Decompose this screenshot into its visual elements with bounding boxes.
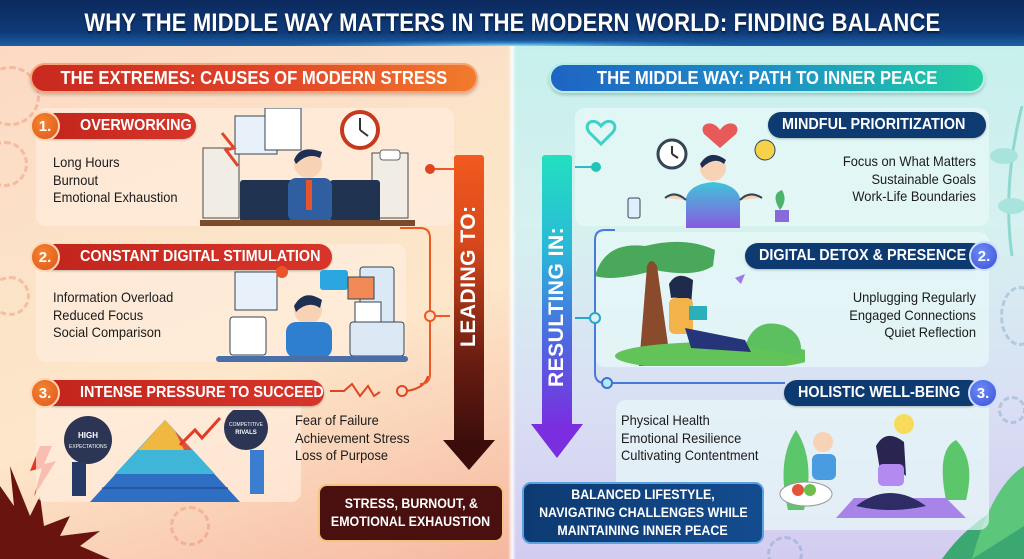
svg-text:RIVALS: RIVALS xyxy=(235,430,257,436)
leading-to-label: LEADING TO: xyxy=(457,205,480,347)
number-badge: 2. xyxy=(969,241,999,271)
bullet-text: Cultivating Contentment xyxy=(621,447,759,463)
heart-outline-icon xyxy=(585,119,617,146)
result-line: NAVIGATING CHALLENGES WHILE xyxy=(538,505,748,520)
balanced-person-illustration xyxy=(627,123,789,228)
item-title-digital-stimulation: CONSTANT DIGITAL STIMULATION xyxy=(42,244,332,270)
gear-icon xyxy=(170,506,210,546)
bullet-text: Engaged Connections xyxy=(849,306,976,323)
bullet-text: Fear of Failure xyxy=(295,412,379,428)
pressure-bullets: Fear of Failure Achievement Stress Loss … xyxy=(295,412,420,465)
item-title-digital-detox: DIGITAL DETOX & PRESENCE xyxy=(745,243,985,269)
number-badge-text: 2. xyxy=(977,247,991,265)
connector-line xyxy=(430,168,454,170)
number-badge: 2. xyxy=(30,242,60,272)
number-badge-text: 2. xyxy=(38,248,52,266)
result-line: MAINTAINING INNER PEACE xyxy=(557,523,729,538)
stress-result-box: STRESS, BURNOUT, & EMOTIONAL EXHAUSTION xyxy=(318,484,504,542)
number-badge: 3. xyxy=(968,378,998,408)
bullet-text: Loss of Purpose xyxy=(295,447,389,463)
panel-divider xyxy=(508,46,516,559)
bullet-text: Burnout xyxy=(53,171,99,188)
result-line: BALANCED LIFESTYLE, xyxy=(571,487,715,502)
number-badge: 1. xyxy=(30,111,60,141)
gear-icon xyxy=(0,276,30,316)
item-title-text: DIGITAL DETOX & PRESENCE xyxy=(759,247,967,264)
item-title-mindful-prioritization: MINDFUL PRIORITIZATION xyxy=(768,112,986,138)
item-title-text: HOLISTIC WELL-BEING xyxy=(798,384,961,401)
connector-dot xyxy=(425,164,435,174)
item-title-text: CONSTANT DIGITAL STIMULATION xyxy=(80,248,321,265)
extremes-section-title: THE EXTREMES: CAUSES OF MODERN STRESS xyxy=(30,63,478,93)
bullet-text: Focus on What Matters xyxy=(842,153,976,169)
result-line: STRESS, BURNOUT, & xyxy=(344,496,478,511)
bullet-text: Information Overload xyxy=(53,289,174,305)
connector-bracket xyxy=(400,227,450,385)
number-badge: 3. xyxy=(30,378,60,408)
connector-line xyxy=(575,166,597,168)
item-title-overworking: OVERWORKING xyxy=(42,113,196,139)
gear-icon xyxy=(998,396,1024,424)
resulting-in-arrow-shaft xyxy=(542,155,572,427)
leading-to-arrow-shaft xyxy=(454,155,484,445)
item-title-holistic-well-being: HOLISTIC WELL-BEING xyxy=(784,380,982,406)
number-badge-text: 3. xyxy=(38,384,52,402)
pyramid-pressure-illustration: HIGH EXPECTATIONS COMPETITIVE RIVALS xyxy=(64,410,268,502)
item-title-text: OVERWORKING xyxy=(80,117,192,134)
middle-way-section-title: THE MIDDLE WAY: PATH TO INNER PEACE xyxy=(549,63,985,93)
svg-text:EXPECTATIONS: EXPECTATIONS xyxy=(69,444,108,450)
bullet-text: Long Hours xyxy=(53,154,120,170)
squiggle-connector xyxy=(330,376,429,398)
gear-icon xyxy=(1000,286,1024,346)
gear-icon xyxy=(0,141,28,187)
item-title-text: INTENSE PRESSURE TO SUCCEED xyxy=(80,384,324,401)
connector-dot xyxy=(591,162,601,172)
balanced-lifestyle-result-box: BALANCED LIFESTYLE, NAVIGATING CHALLENGE… xyxy=(522,482,764,544)
header-banner: WHY THE MIDDLE WAY MATTERS IN THE MODERN… xyxy=(0,0,1024,46)
overworking-bullets: Long Hours Burnout Emotional Exhaustion xyxy=(53,154,188,207)
bullet-text: Sustainable Goals xyxy=(871,170,976,187)
digital-detox-bullets: Unplugging Regularly Engaged Connections… xyxy=(790,289,976,342)
connector-bracket xyxy=(575,229,785,389)
result-line: EMOTIONAL EXHAUSTION xyxy=(331,514,491,529)
svg-text:HIGH: HIGH xyxy=(78,431,98,440)
bullet-text: Quiet Reflection xyxy=(884,324,976,340)
bullet-text: Emotional Exhaustion xyxy=(53,189,178,205)
digital-overload-illustration xyxy=(216,266,408,362)
number-badge-text: 1. xyxy=(38,117,52,135)
stressed-office-worker-illustration xyxy=(200,108,415,226)
item-title-text: MINDFUL PRIORITIZATION xyxy=(782,116,966,133)
bullet-text: Unplugging Regularly xyxy=(852,289,976,305)
reading-under-tree-illustration xyxy=(595,241,805,366)
bullet-text: Reduced Focus xyxy=(53,306,144,323)
middle-way-section-title-text: THE MIDDLE WAY: PATH TO INNER PEACE xyxy=(596,67,938,88)
bullet-text: Physical Health xyxy=(621,412,710,428)
leading-to-arrow-head xyxy=(443,440,495,470)
item-title-pressure-to-succeed: INTENSE PRESSURE TO SUCCEED xyxy=(42,380,324,406)
holistic-well-being-bullets: Physical Health Emotional Resilience Cul… xyxy=(621,412,770,465)
mindful-prioritization-bullets: Focus on What Matters Sustainable Goals … xyxy=(790,153,976,206)
bullet-text: Work-Life Boundaries xyxy=(852,188,976,204)
yoga-and-healthy-eating-illustration xyxy=(779,414,970,518)
svg-text:COMPETITIVE: COMPETITIVE xyxy=(229,422,264,428)
extremes-section-title-text: THE EXTREMES: CAUSES OF MODERN STRESS xyxy=(60,67,448,88)
number-badge-text: 3. xyxy=(976,384,990,402)
digital-stimulation-bullets: Information Overload Reduced Focus Socia… xyxy=(53,289,184,342)
resulting-in-label: RESULTING IN: xyxy=(545,226,568,387)
leaf-decoration xyxy=(990,106,1024,256)
gear-icon xyxy=(767,536,803,559)
bullet-text: Achievement Stress xyxy=(295,429,410,446)
resulting-in-arrow-head xyxy=(531,424,583,458)
bullet-text: Social Comparison xyxy=(53,324,162,340)
page-title: WHY THE MIDDLE WAY MATTERS IN THE MODERN… xyxy=(83,8,941,37)
bullet-text: Emotional Resilience xyxy=(621,429,742,446)
